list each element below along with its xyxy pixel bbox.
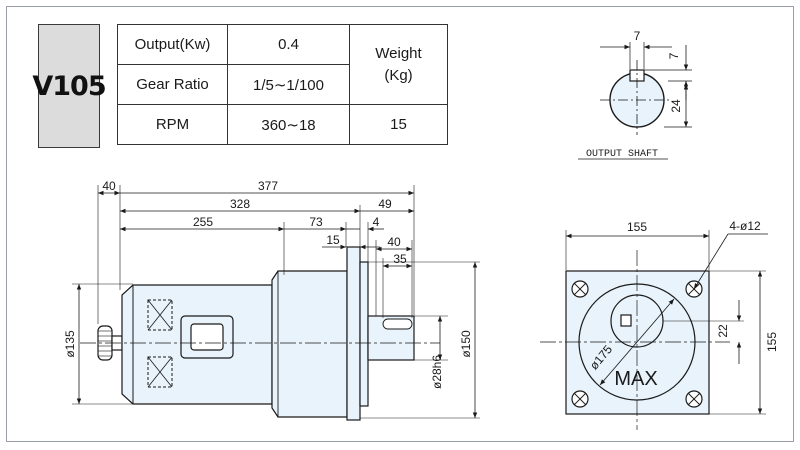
front-dim-width: 155 bbox=[627, 220, 647, 234]
weight-value: 15 bbox=[349, 104, 448, 145]
front-dim-holes: 4-ø12 bbox=[729, 219, 761, 233]
front-label-max: MAX bbox=[614, 368, 657, 390]
dim-body-length: 328 bbox=[230, 197, 250, 211]
side-view-dimensions bbox=[72, 185, 480, 419]
gear-ratio-value: 1/5∼1/100 bbox=[227, 64, 350, 105]
dim-housing-length: 255 bbox=[193, 215, 213, 229]
front-dim-offset: 22 bbox=[716, 324, 730, 338]
weight-label-line2: (Kg) bbox=[384, 66, 413, 84]
bolt-hole bbox=[571, 390, 589, 408]
dim-key-offset: 40 bbox=[387, 235, 401, 249]
dim-total-length: 377 bbox=[258, 179, 278, 193]
spec-row-gear-ratio: Gear Ratio 1/5∼1/100 bbox=[117, 64, 448, 105]
output-value: 0.4 bbox=[227, 24, 350, 65]
weight-label: Weight (Kg) bbox=[349, 24, 448, 105]
spec-row-rpm: RPM 360∼18 15 bbox=[117, 104, 448, 145]
terminal-box-bottom bbox=[147, 356, 173, 388]
dim-flange-thickness: 15 bbox=[326, 233, 340, 247]
side-view bbox=[80, 246, 440, 421]
shaft-key bbox=[382, 318, 413, 330]
dim-key-length: 35 bbox=[393, 252, 407, 266]
bolt-hole bbox=[571, 280, 589, 298]
front-keyway bbox=[620, 314, 632, 327]
shaft-key-height: 24 bbox=[669, 99, 683, 113]
dim-left-offset: 40 bbox=[102, 179, 116, 193]
spec-row-output: Output(Kw) 0.4 Weight (Kg) bbox=[117, 24, 448, 105]
output-shaft-diagram bbox=[600, 42, 692, 135]
shaft-key-depth: 7 bbox=[667, 52, 681, 59]
output-shaft-caption: OUTPUT SHAFT bbox=[586, 149, 658, 160]
weight-label-line1: Weight bbox=[375, 44, 422, 62]
dim-shaft-diameter: ø28h6 bbox=[430, 355, 444, 389]
dim-shoulder: 4 bbox=[373, 215, 380, 229]
sheet-border bbox=[6, 6, 794, 442]
flange-plate bbox=[346, 246, 361, 421]
output-label: Output(Kw) bbox=[117, 24, 228, 65]
model-label: V105 bbox=[32, 24, 107, 148]
front-dim-height: 155 bbox=[765, 332, 779, 352]
gearbox-body bbox=[271, 270, 348, 418]
bolt-hole bbox=[685, 390, 703, 408]
shaft-key-width: 7 bbox=[634, 29, 641, 43]
spec-table: Output(Kw) 0.4 Weight (Kg) Gear Ratio 1/… bbox=[117, 24, 448, 145]
terminal-box-top bbox=[147, 299, 173, 331]
dim-flange-section: 73 bbox=[309, 215, 323, 229]
front-view-dimensions bbox=[565, 230, 768, 415]
dim-flange-diameter: ø150 bbox=[459, 330, 473, 358]
dim-shaft-length: 49 bbox=[378, 197, 392, 211]
dim-body-diameter: ø135 bbox=[63, 330, 77, 358]
